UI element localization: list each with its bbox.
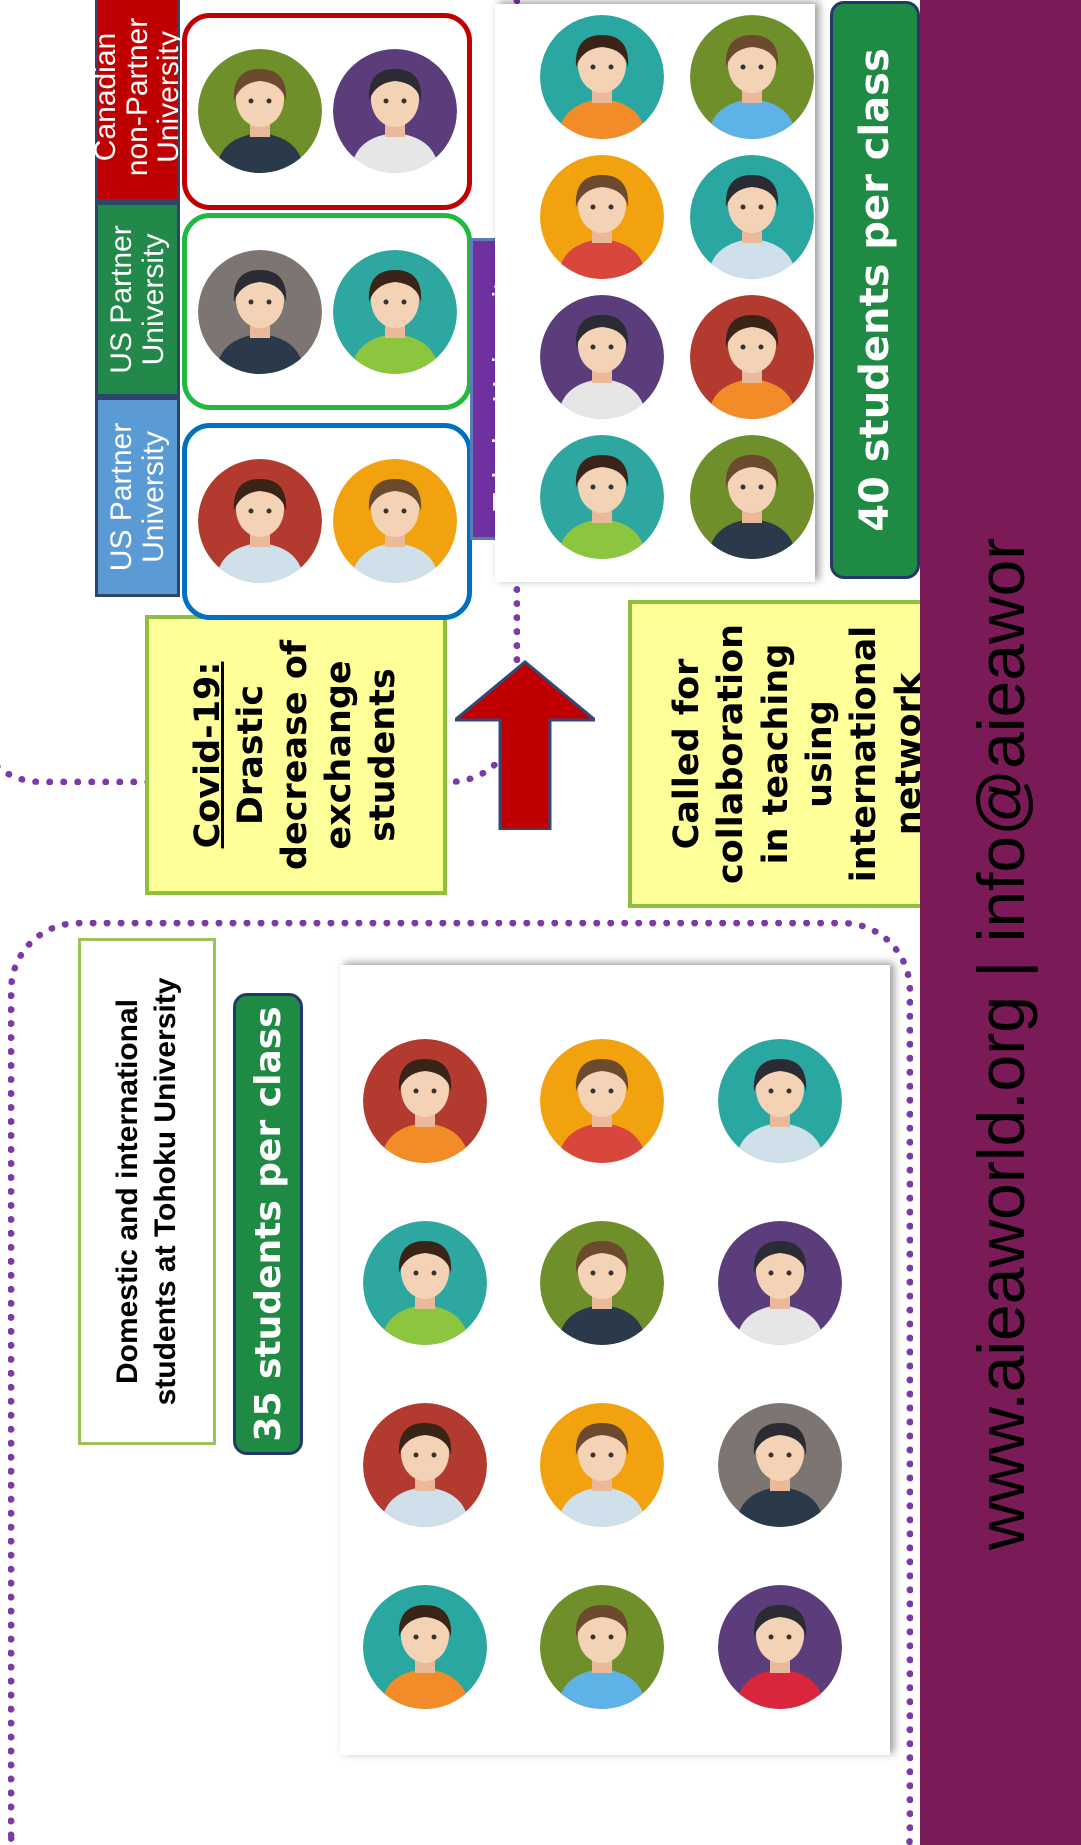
student-avatar-icon <box>540 1221 664 1345</box>
class-size-35-badge: 35 students per class <box>233 993 303 1455</box>
student-avatar-icon <box>718 1403 842 1527</box>
class-size-40-badge: 40 students per class <box>830 1 920 579</box>
student-avatar <box>363 1221 487 1345</box>
heading-line-2: students at Tohoku University <box>149 977 182 1406</box>
student-avatar-icon <box>718 1039 842 1163</box>
called-line-4: using <box>800 700 840 808</box>
student-avatar-icon <box>540 1585 664 1709</box>
us-partner-1-line-2: University <box>136 431 170 563</box>
student-avatar-icon <box>718 1221 842 1345</box>
footer-band: www.aieaworld.org | info@aieawor <box>920 0 1081 1845</box>
student-avatar <box>690 295 814 419</box>
student-avatar-icon <box>363 1039 487 1163</box>
covid-line-2: decrease of <box>275 639 316 871</box>
covid-line-4: students <box>362 668 403 842</box>
student-avatar-icon <box>198 49 322 173</box>
us-partner-2-line-2: University <box>136 233 170 366</box>
student-avatar <box>690 435 814 559</box>
student-avatar-icon <box>690 435 814 559</box>
student-avatar <box>363 1403 487 1527</box>
canadian-line-3: University <box>152 31 186 163</box>
called-line-5: international <box>844 625 885 883</box>
student-avatar-icon <box>690 15 814 139</box>
class-size-40-label: 40 students per class <box>852 48 898 532</box>
called-line-2: collaboration <box>711 623 752 885</box>
student-avatar-icon <box>690 155 814 279</box>
student-avatar <box>333 49 457 173</box>
student-avatar <box>718 1403 842 1527</box>
covid-title: Covid-19: <box>187 661 228 849</box>
student-avatar-icon <box>333 250 457 374</box>
student-avatar <box>363 1039 487 1163</box>
student-avatar-icon <box>198 250 322 374</box>
student-avatar-icon <box>540 1039 664 1163</box>
student-avatar-icon <box>540 1403 664 1527</box>
covid-callout: Covid-19: Drastic decrease of exchange s… <box>145 615 447 895</box>
student-avatar <box>540 1585 664 1709</box>
canadian-line-2: non-Partner <box>120 17 154 177</box>
student-avatar <box>718 1585 842 1709</box>
us-partner-2-line-1: US Partner <box>105 225 138 374</box>
student-avatar-icon <box>363 1403 487 1527</box>
student-avatar <box>540 1221 664 1345</box>
student-avatar-icon <box>198 459 322 583</box>
called-line-1: Called for <box>666 658 707 850</box>
us-partner-university-2-label: US Partner University <box>95 202 180 397</box>
student-avatar <box>363 1585 487 1709</box>
student-avatar <box>198 49 322 173</box>
domestic-international-heading: Domestic and international students at T… <box>78 938 216 1445</box>
student-avatar <box>540 295 664 419</box>
student-avatar <box>690 155 814 279</box>
student-avatar <box>540 155 664 279</box>
called-line-3: in teaching <box>755 643 796 865</box>
student-avatar <box>333 250 457 374</box>
student-avatar <box>540 1403 664 1527</box>
canadian-university-label: Canadian non-Partner University <box>89 0 185 202</box>
up-arrow-icon <box>455 660 595 830</box>
student-avatar-icon <box>690 295 814 419</box>
student-avatar <box>333 459 457 583</box>
student-avatar-icon <box>540 435 664 559</box>
student-avatar <box>718 1039 842 1163</box>
canadian-line-1: Canadian <box>89 32 123 162</box>
student-avatar-icon <box>333 459 457 583</box>
student-avatar <box>690 15 814 139</box>
covid-line-3: exchange <box>318 660 359 850</box>
footer-contact-text: www.aieaworld.org | info@aieawor <box>963 537 1038 1550</box>
student-avatar-icon <box>363 1585 487 1709</box>
student-avatar <box>540 1039 664 1163</box>
class-size-35-label: 35 students per class <box>247 1006 289 1442</box>
student-avatar-icon <box>540 295 664 419</box>
student-avatar-icon <box>718 1585 842 1709</box>
us-partner-university-1-label: US Partner University <box>95 397 180 597</box>
student-avatar <box>540 435 664 559</box>
us-partner-1-line-1: US Partner <box>105 422 138 572</box>
heading-line-1: Domestic and international <box>110 998 144 1385</box>
student-avatar <box>718 1221 842 1345</box>
student-avatar <box>198 459 322 583</box>
student-avatar <box>540 15 664 139</box>
student-avatar-icon <box>363 1221 487 1345</box>
student-avatar <box>198 250 322 374</box>
student-avatar-icon <box>333 49 457 173</box>
student-avatar-icon <box>540 155 664 279</box>
student-avatar-icon <box>540 15 664 139</box>
covid-line-1: Drastic <box>231 684 272 826</box>
collaboration-callout: Called for collaboration in teaching usi… <box>628 600 968 908</box>
